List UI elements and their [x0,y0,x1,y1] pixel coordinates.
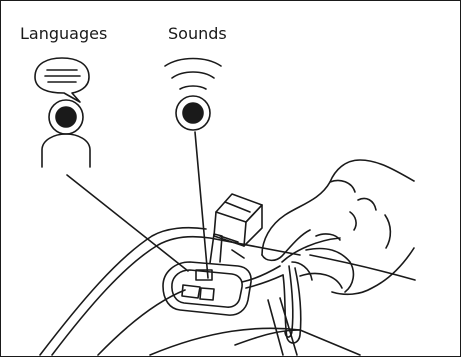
sounds-leader-line [195,132,208,278]
languages-leader-line [67,175,188,271]
person-speech-bubble-icon [35,58,90,167]
dock-connector-plug [210,194,262,263]
speaker-sound-waves-icon [165,59,221,131]
connector-recess [163,262,251,315]
hand-with-paperclip [242,160,414,343]
device-body [40,228,415,355]
